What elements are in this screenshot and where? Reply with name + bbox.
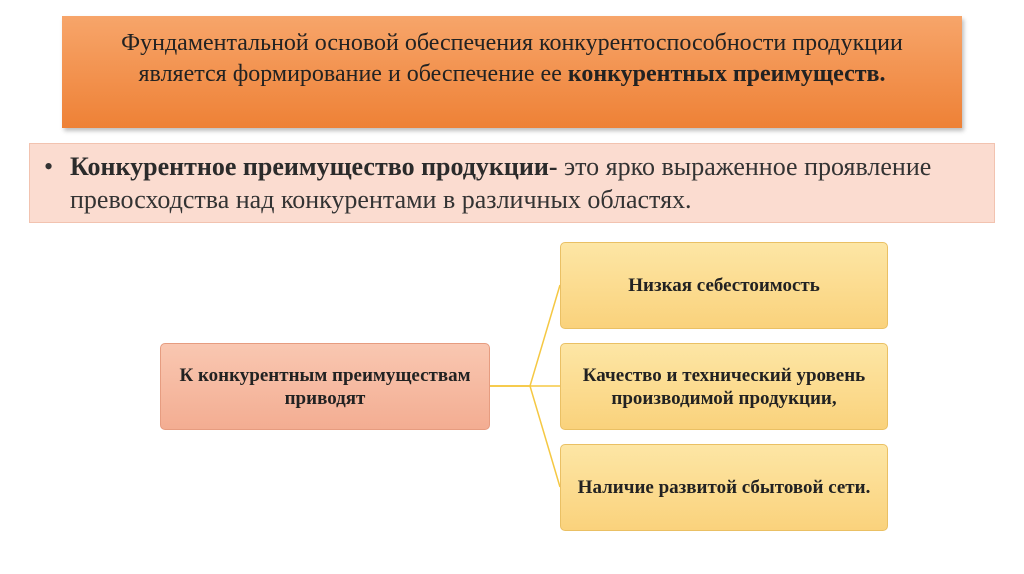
definition-term: Конкурентное преимущество продукции- (70, 152, 558, 181)
definition-box: • Конкурентное преимущество продукции- э… (29, 143, 995, 223)
child-node-sales-network: Наличие развитой сбытовой сети. (560, 444, 888, 531)
title-banner: Фундаментальной основой обеспечения конк… (62, 16, 962, 128)
child-node-low-cost: Низкая себестоимость (560, 242, 888, 329)
definition-text: это ярко выраженное проявление превосход… (70, 152, 932, 214)
title-text: Фундаментальной основой обеспечения конк… (121, 30, 903, 87)
connector-3 (490, 385, 561, 488)
child-node-quality: Качество и технический уровень производи… (560, 343, 888, 430)
connector-1 (490, 284, 561, 387)
bullet-icon: • (44, 152, 54, 181)
root-node: К конкурентным преимуществам приводят (160, 343, 490, 430)
title-bold-text: конкурентных преимуществ. (567, 61, 886, 87)
